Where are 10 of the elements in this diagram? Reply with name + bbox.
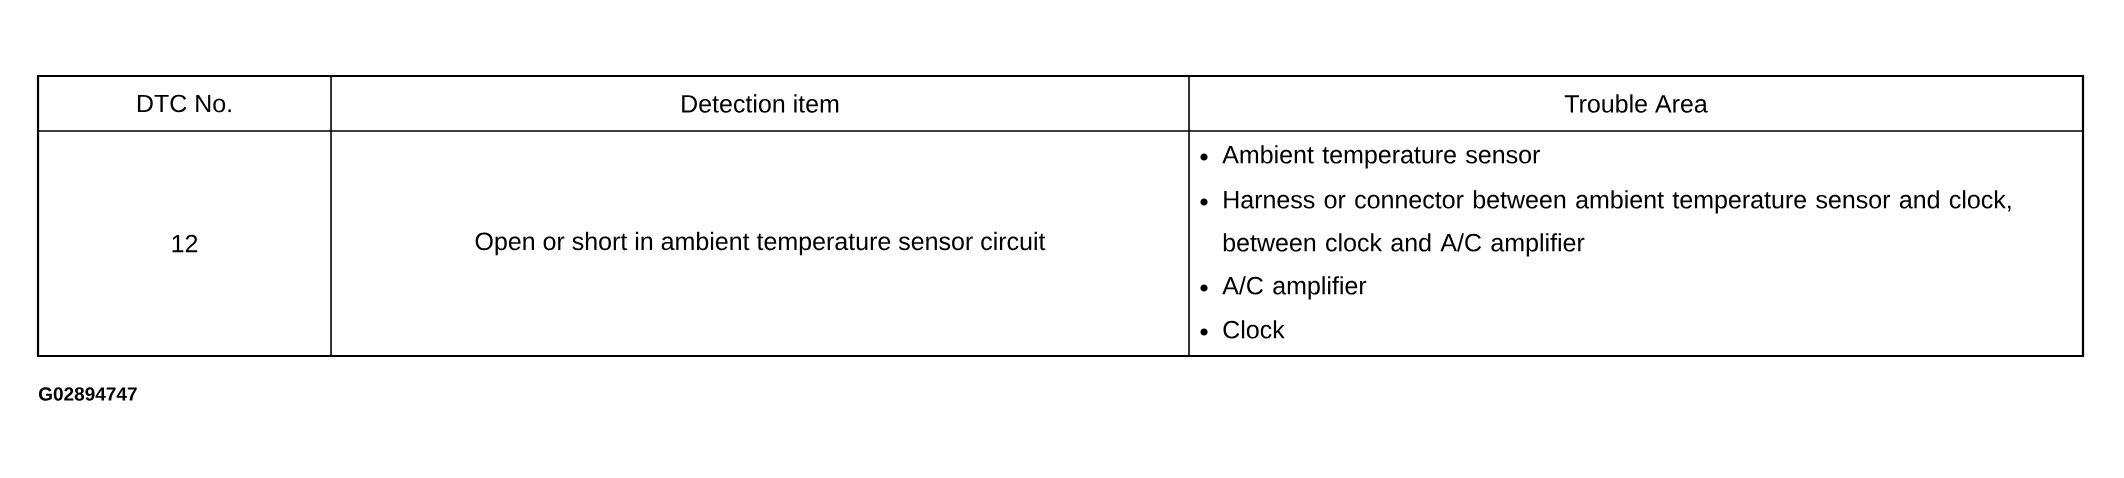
table-cell: Open or short in ambient temperature sensor circuit (475, 231, 1046, 256)
column-header: Detection item (682, 94, 839, 113)
list-item: Clock (1223, 320, 1285, 339)
table-cell: 12 (172, 234, 198, 253)
list-item: Harness or connector between ambient temperature sensor and clock, between clock and A/C amplifier (1223, 190, 2011, 257)
figure-code: G02894747 (39, 387, 137, 401)
list-item: A/C amplifier (1222, 276, 1367, 300)
list-item: Ambient temperature sensor (1222, 145, 1540, 169)
column-header: DTC No. (137, 94, 231, 113)
column-header: Trouble Area (1564, 94, 1708, 113)
